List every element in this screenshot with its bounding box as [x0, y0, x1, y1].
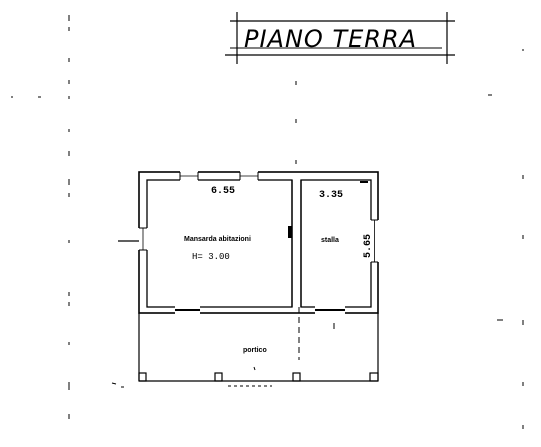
side-room-name: stalla	[321, 237, 339, 244]
pillar	[369, 372, 379, 382]
misc-marks	[253, 323, 335, 371]
pillar	[214, 372, 223, 382]
pillar	[292, 372, 301, 382]
margin-ticks	[11, 15, 524, 429]
main-room-inner-wall	[146, 179, 293, 308]
main-room-width-label: 6.55	[211, 186, 235, 197]
pillar	[138, 372, 147, 382]
side-room-depth-label: 5.65	[363, 234, 374, 258]
section-lines	[118, 240, 300, 387]
main-room-name: Mansarda abitazioni	[184, 236, 251, 243]
portico-outline	[138, 313, 379, 382]
building-walls	[137, 170, 380, 315]
side-room-width-label: 3.35	[319, 190, 343, 201]
main-room-height-label: H= 3.00	[192, 252, 230, 262]
plan-title: PIANO TERRA	[244, 25, 417, 53]
portico-name: portico	[243, 347, 267, 354]
title-block: PIANO TERRA	[225, 12, 455, 64]
